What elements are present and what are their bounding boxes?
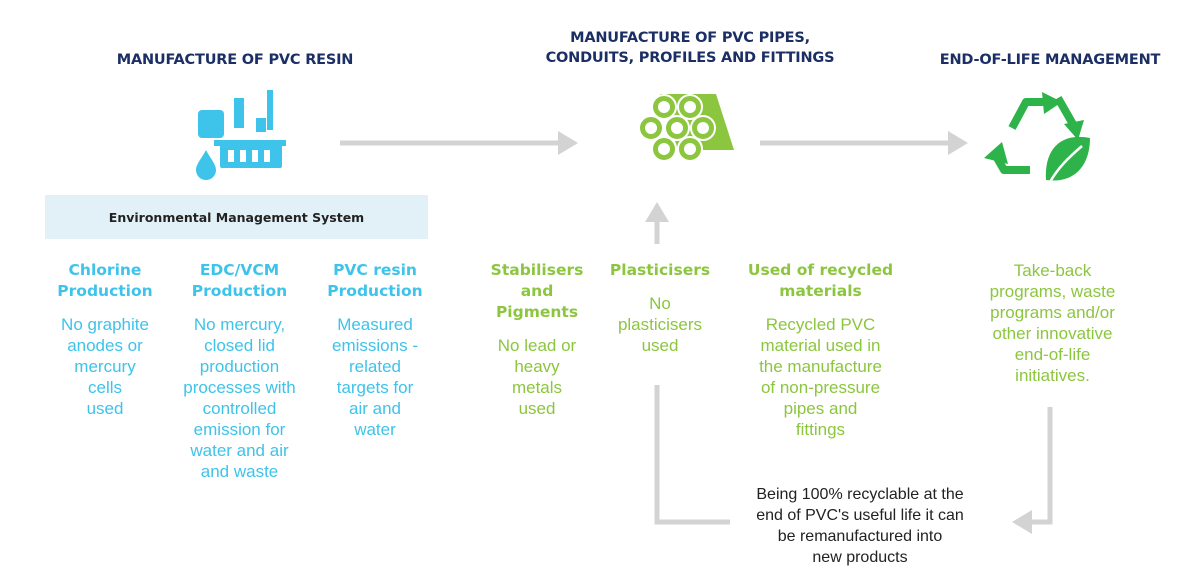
heading-eol: END-OF-LIFE MANAGEMENT xyxy=(939,52,1161,68)
factory-icon xyxy=(196,90,286,180)
column-title: Stabilisers and Pigments xyxy=(490,261,584,321)
resin-column-edc-vcm: EDC/VCM Production No mercury, closed li… xyxy=(172,260,307,482)
column-title: Plasticisers xyxy=(609,261,711,279)
column-title: EDC/VCM Production xyxy=(191,261,288,300)
column-body: No graphite anodes or mercury cells used xyxy=(61,315,149,418)
column-title: Chlorine Production xyxy=(57,261,153,300)
column-body: No mercury, closed lid production proces… xyxy=(183,315,296,481)
column-title: Used of recycled materials xyxy=(747,261,894,300)
ems-label: Environmental Management System xyxy=(108,209,365,225)
pipe-column-plasticisers: Plasticisers No plasticisers used xyxy=(604,260,716,356)
heading-pipes: MANUFACTURE OF PVC PIPES, CONDUITS, PROF… xyxy=(545,30,835,66)
column-body: No plasticisers used xyxy=(617,294,703,355)
column-title: PVC resin Production xyxy=(327,261,423,300)
resin-column-pvc-resin: PVC resin Production Measured emissions … xyxy=(315,260,435,440)
pipe-bundle-icon xyxy=(638,94,734,162)
column-body: Measured emissions - related targets for… xyxy=(332,315,418,439)
pipe-column-recycled: Used of recycled materials Recycled PVC … xyxy=(733,260,908,440)
column-body: No lead or heavy metals used xyxy=(497,336,577,418)
ems-banner: Environmental Management System xyxy=(45,195,428,239)
eol-down-line xyxy=(1030,407,1053,525)
heading-resin: MANUFACTURE OF PVC RESIN xyxy=(116,52,354,68)
pipe-column-stabilisers: Stabilisers and Pigments No lead or heav… xyxy=(477,260,597,419)
recycle-loop-line xyxy=(654,385,730,525)
eol-description: Take-back programs, waste programs and/o… xyxy=(989,261,1116,385)
column-body: Recycled PVC material used in the manufa… xyxy=(759,315,882,439)
resin-column-chlorine: Chlorine Production No graphite anodes o… xyxy=(45,260,165,419)
recycle-note: Being 100% recyclable at the end of PVC'… xyxy=(756,486,964,566)
